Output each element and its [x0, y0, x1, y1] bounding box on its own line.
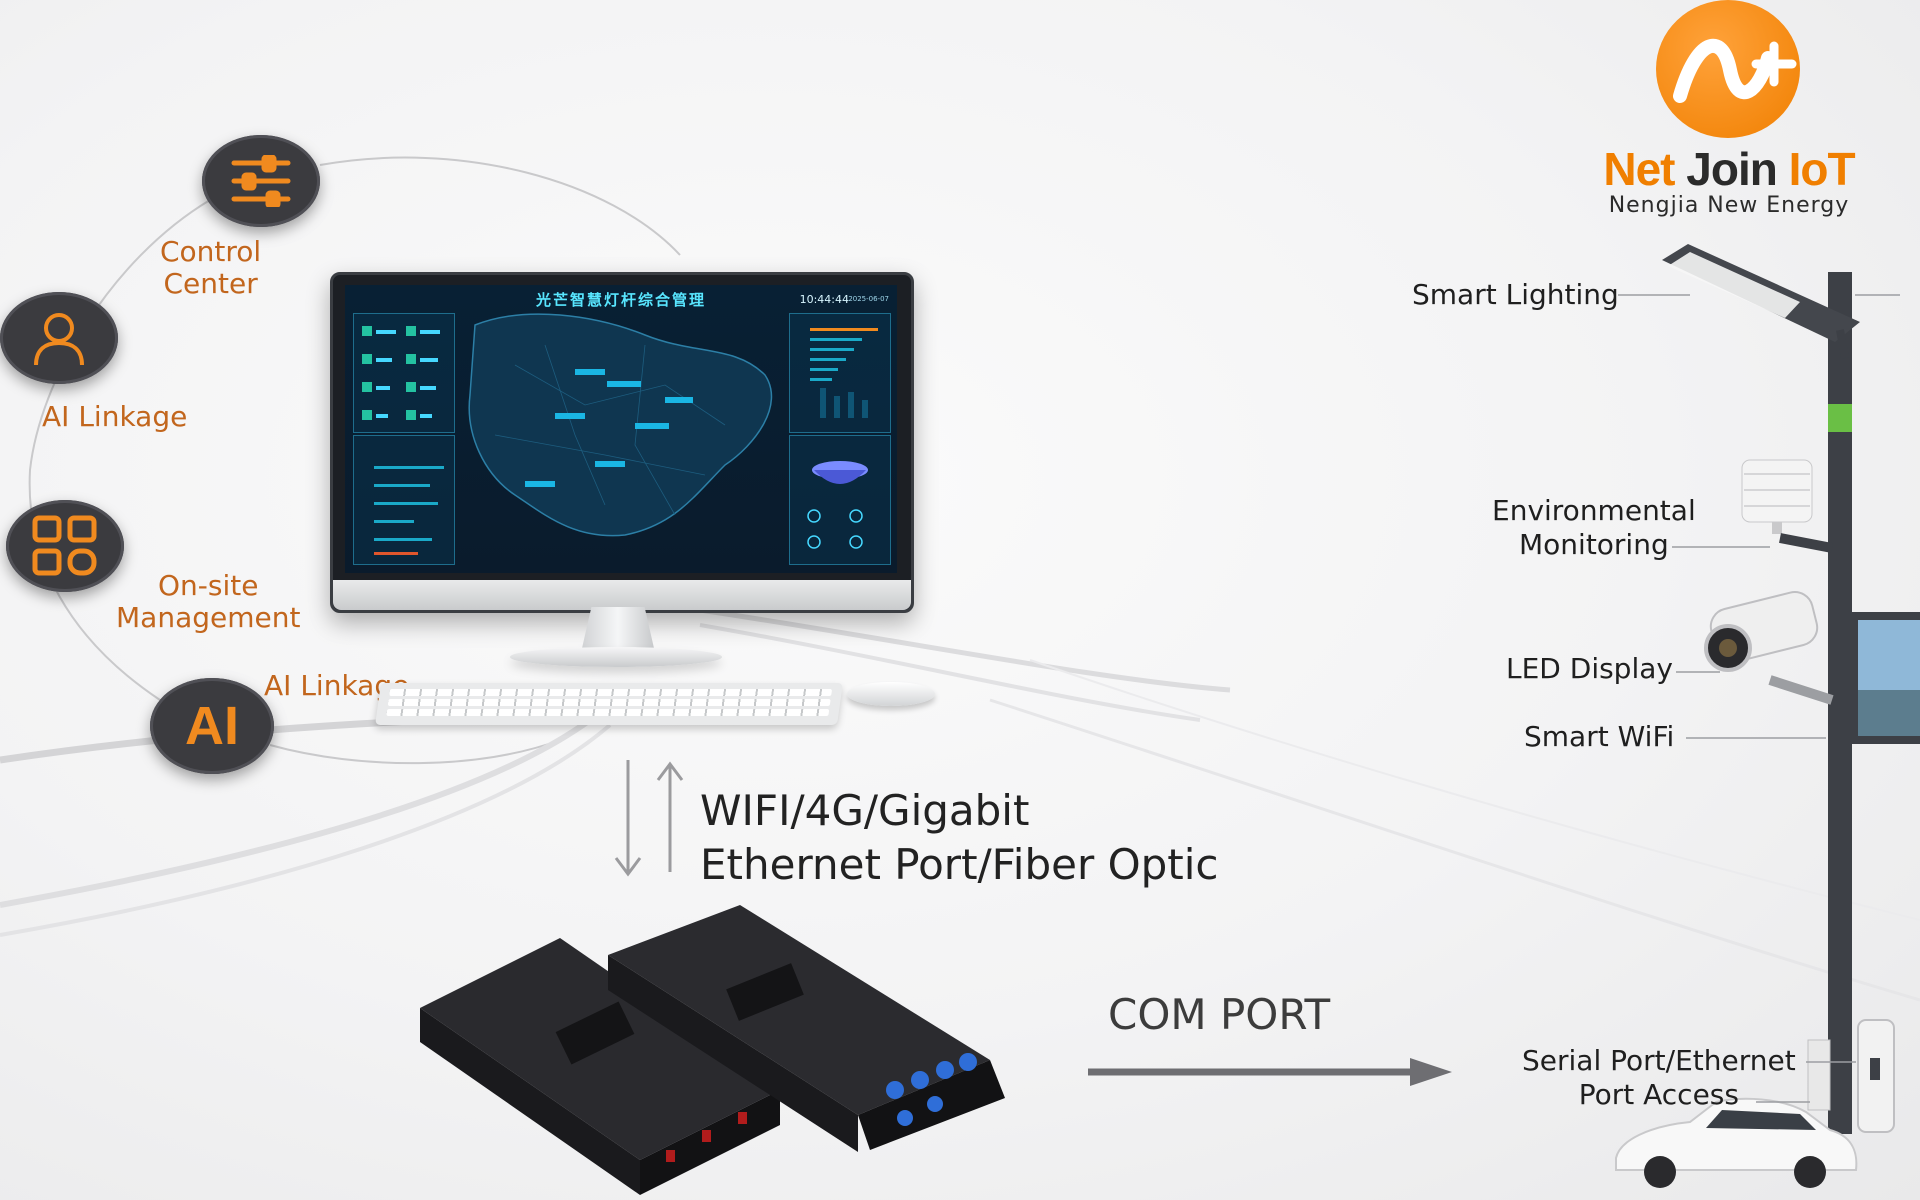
bar-chart-panel — [789, 313, 891, 433]
dashboard-time: 10:44:44 — [799, 293, 849, 306]
connection-caption: WIFI/4G/Gigabit Ethernet Port/Fiber Opti… — [700, 786, 1219, 889]
smart-lighting-label: Smart Lighting — [1412, 278, 1619, 311]
mouse — [847, 682, 935, 706]
grid-apps-icon — [32, 515, 97, 576]
ai-icon-badge: AI — [150, 678, 274, 774]
control-center-label: Control Center — [160, 235, 262, 300]
serial-ethernet-access-label: Serial Port/Ethernet Port Access — [1522, 1044, 1796, 1111]
ai-icon: AI — [185, 696, 239, 756]
keyboard — [375, 683, 843, 725]
com-port-arrow — [1088, 1058, 1452, 1086]
stats-panel — [353, 313, 455, 433]
smart-wifi-label: Smart WiFi — [1524, 720, 1675, 753]
environmental-monitoring-label: Environmental Monitoring — [1492, 494, 1696, 561]
ai-linkage-label: AI Linkage — [42, 400, 188, 433]
user-icon — [34, 313, 84, 366]
car — [1615, 1097, 1858, 1188]
monitor: 光芒智慧灯杆综合管理 10:44:44 2025-06-07 — [330, 272, 914, 613]
gateway-device-right — [608, 905, 1005, 1152]
dashboard-title: 光芒智慧灯杆综合管理 — [535, 291, 706, 309]
gateway-device-left — [420, 938, 780, 1195]
monitor-base — [510, 647, 722, 667]
onsite-management-icon-badge — [6, 500, 124, 592]
alarm-panel — [353, 435, 455, 565]
brand-subtitle: Nengjia New Energy — [1608, 193, 1850, 218]
com-port-label: COM PORT — [1108, 990, 1331, 1039]
wave-plus-icon — [1673, 38, 1797, 103]
smart-pole — [1662, 244, 1920, 1134]
onsite-management-label: On-site Management — [116, 569, 301, 634]
dashboard-screen: 光芒智慧灯杆综合管理 10:44:44 2025-06-07 — [345, 285, 897, 573]
device-panel — [789, 435, 891, 565]
brand-logo — [1656, 0, 1800, 138]
led-display-label: LED Display — [1506, 652, 1673, 685]
control-center-icon-badge — [202, 135, 320, 227]
sliders-icon — [231, 155, 291, 207]
ai-linkage-icon-badge — [0, 292, 118, 384]
dashboard-date: 2025-06-07 — [848, 295, 889, 303]
dashboard-map — [468, 313, 773, 537]
bidirectional-arrow — [614, 760, 684, 877]
brand-name: Net Join IoT — [1603, 143, 1855, 195]
